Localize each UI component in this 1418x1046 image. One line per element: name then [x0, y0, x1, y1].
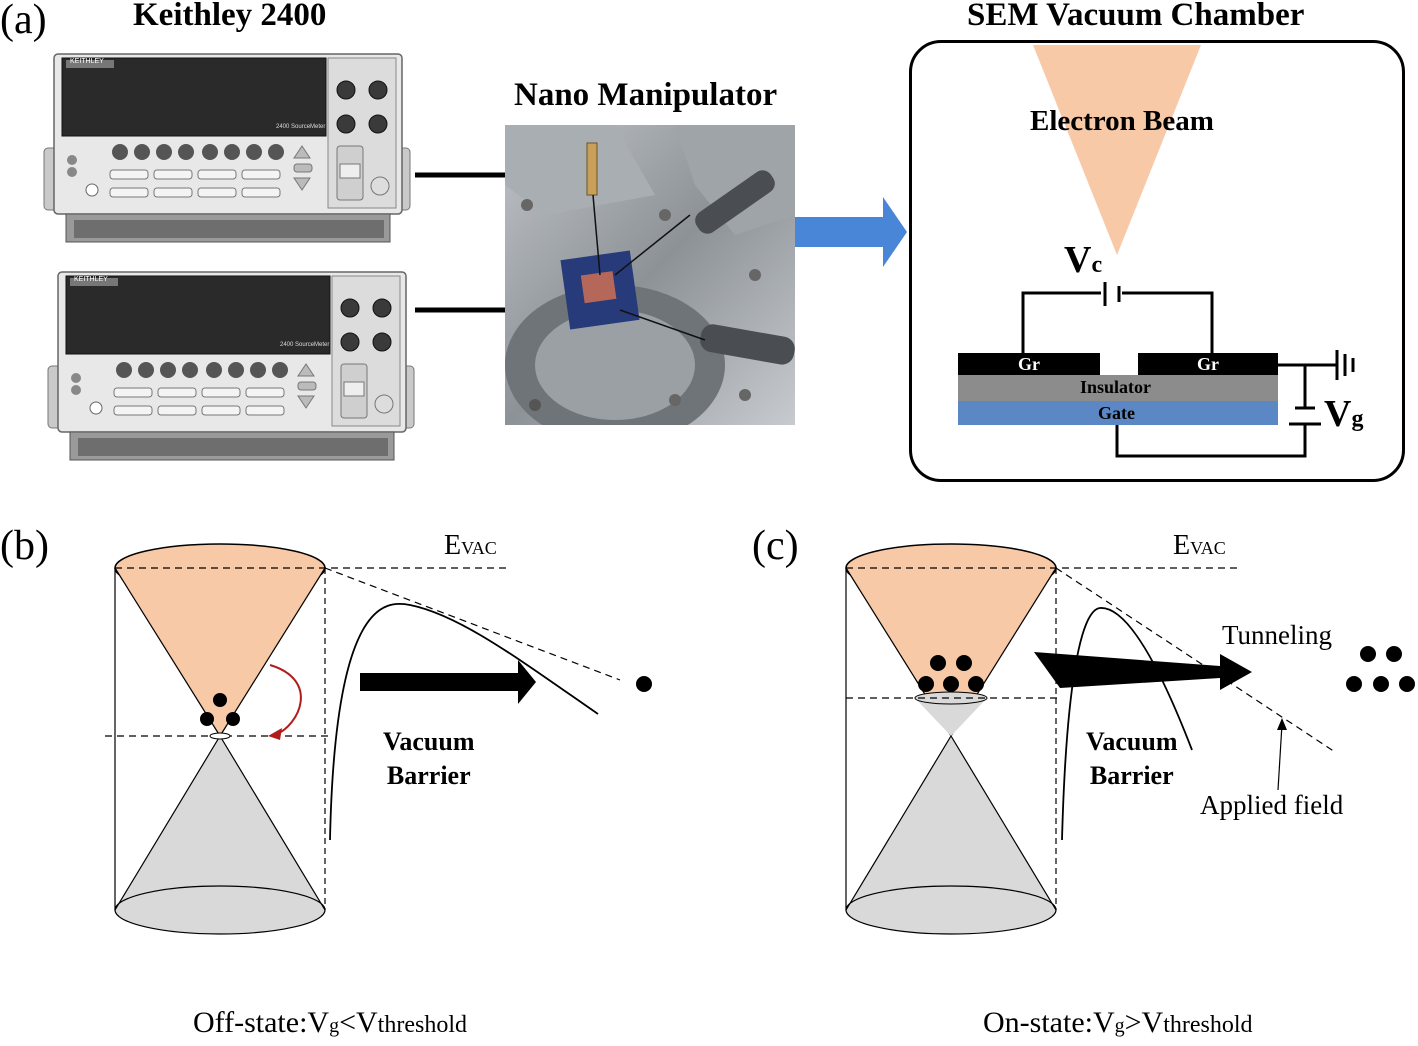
emitted-electron: [1399, 676, 1415, 692]
caption-b-g: g: [329, 1015, 340, 1037]
sem-chamber-box: [909, 40, 1405, 482]
field-line-c: [1055, 567, 1336, 753]
keithley-brand-bottom: KEITHLEY: [74, 276, 108, 283]
evac-label-c: EVAC: [1173, 530, 1226, 562]
keithley-unit-bottom: [47, 271, 415, 461]
vacuum-barrier-line1-b: Vacuum: [383, 727, 475, 756]
gate-layer: [958, 401, 1278, 425]
gr-right-electrode: [1138, 353, 1278, 375]
caption-c-sub: threshold: [1163, 1012, 1253, 1038]
caption-c-pre: On-state:V: [983, 1006, 1115, 1039]
vc-label: Vc: [1064, 238, 1102, 282]
vacuum-barrier-line2-b: Barrier: [386, 761, 471, 790]
vg-label: Vg: [1324, 392, 1363, 436]
keithley-model-bottom: 2400 SourceMeter: [280, 342, 330, 348]
emitted-electron: [1346, 676, 1362, 692]
connection-lines: [415, 172, 505, 313]
applied-field-pointer: [1277, 723, 1283, 791]
vacuum-barrier-curve-c: [1061, 607, 1193, 841]
electron: [968, 676, 984, 692]
evac-sub-c: VAC: [1190, 538, 1226, 558]
black-arrow-b: [360, 660, 536, 704]
electron: [213, 693, 227, 707]
vacuum-barrier-label-c: Vacuum Barrier: [1086, 725, 1178, 793]
applied-field-label: Applied field: [1200, 790, 1344, 820]
emitted-electron: [1360, 646, 1376, 662]
caption-c-g: g: [1114, 1015, 1125, 1037]
blue-arrow: [795, 197, 907, 267]
lower-cone-c: [846, 736, 1056, 910]
electron: [226, 712, 240, 726]
sem-chamber-title: SEM Vacuum Chamber: [967, 0, 1305, 33]
panel-c-diagram: [845, 543, 1415, 935]
electron: [200, 712, 214, 726]
panel-b-diagram: [105, 543, 652, 935]
evac-main-c: E: [1173, 530, 1191, 561]
tunneling-label: Tunneling: [1222, 620, 1333, 650]
field-line-b: [324, 567, 621, 681]
vc-sub: c: [1091, 252, 1103, 278]
keithley-instruments: [43, 53, 415, 461]
upper-cone-c: [846, 568, 1056, 736]
gr-right-label: Gr: [1197, 354, 1219, 374]
keithley-title: Keithley 2400: [133, 0, 327, 33]
electron-beam-label: Electron Beam: [1030, 105, 1214, 137]
gate-label: Gate: [1098, 403, 1135, 423]
vacuum-barrier-label-b: Vacuum Barrier: [383, 725, 475, 793]
vc-wire-right: [1122, 291, 1214, 358]
emitted-electron: [1386, 646, 1402, 662]
keithley-unit-top: [43, 53, 411, 243]
sem-chamber-contents: [958, 45, 1355, 458]
nano-manipulator-title: Nano Manipulator: [514, 77, 778, 113]
evac-main-b: E: [444, 530, 462, 561]
keithley-brand-top: KEITHLEY: [70, 58, 104, 65]
insulator-layer: [958, 375, 1278, 401]
keithley-model-top: 2400 SourceMeter: [276, 124, 326, 130]
tunneling-arrow: [1034, 652, 1252, 690]
caption-b-sub: threshold: [377, 1012, 467, 1038]
caption-c: On-state:Vg>Vthreshold: [983, 1006, 1253, 1040]
electron: [943, 676, 959, 692]
caption-c-mid: >V: [1124, 1006, 1164, 1039]
vg-sub: g: [1351, 406, 1364, 432]
gr-left-electrode: [958, 353, 1100, 375]
evac-label-b: EVAC: [444, 530, 497, 562]
evac-sub-b: VAC: [461, 538, 497, 558]
cylinder-bottom-c: [845, 885, 1057, 935]
insulator-label: Insulator: [1080, 377, 1152, 397]
panel-a-label: (a): [0, 0, 47, 43]
panel-c-label: (c): [752, 523, 799, 569]
vacuum-barrier-curve-b: [329, 602, 599, 841]
vg-main: V: [1324, 393, 1352, 435]
emitted-electron: [1373, 676, 1389, 692]
cylinder-bottom-b: [114, 885, 326, 935]
gr-left-label: Gr: [1018, 354, 1040, 374]
vc-main: V: [1064, 239, 1092, 281]
vg-wire: [1278, 363, 1307, 408]
caption-b-pre: Off-state:V: [193, 1006, 330, 1039]
electron: [930, 655, 946, 671]
lower-cone-b: [115, 736, 325, 910]
vacuum-barrier-line1-c: Vacuum: [1086, 727, 1178, 756]
vc-wire-left: [1021, 291, 1101, 358]
caption-b: Off-state:Vg<Vthreshold: [193, 1006, 467, 1040]
caption-b-mid: <V: [339, 1006, 378, 1039]
escaped-electron: [636, 676, 652, 692]
electron-beam-cone: [1033, 45, 1201, 255]
vacuum-barrier-line2-c: Barrier: [1089, 761, 1174, 790]
upper-cone-b: [115, 568, 325, 736]
red-curved-arrow: [269, 664, 302, 736]
nano-manipulator-photo: [505, 125, 795, 425]
electron: [956, 655, 972, 671]
electron: [918, 676, 934, 692]
panel-b-label: (b): [0, 523, 49, 569]
